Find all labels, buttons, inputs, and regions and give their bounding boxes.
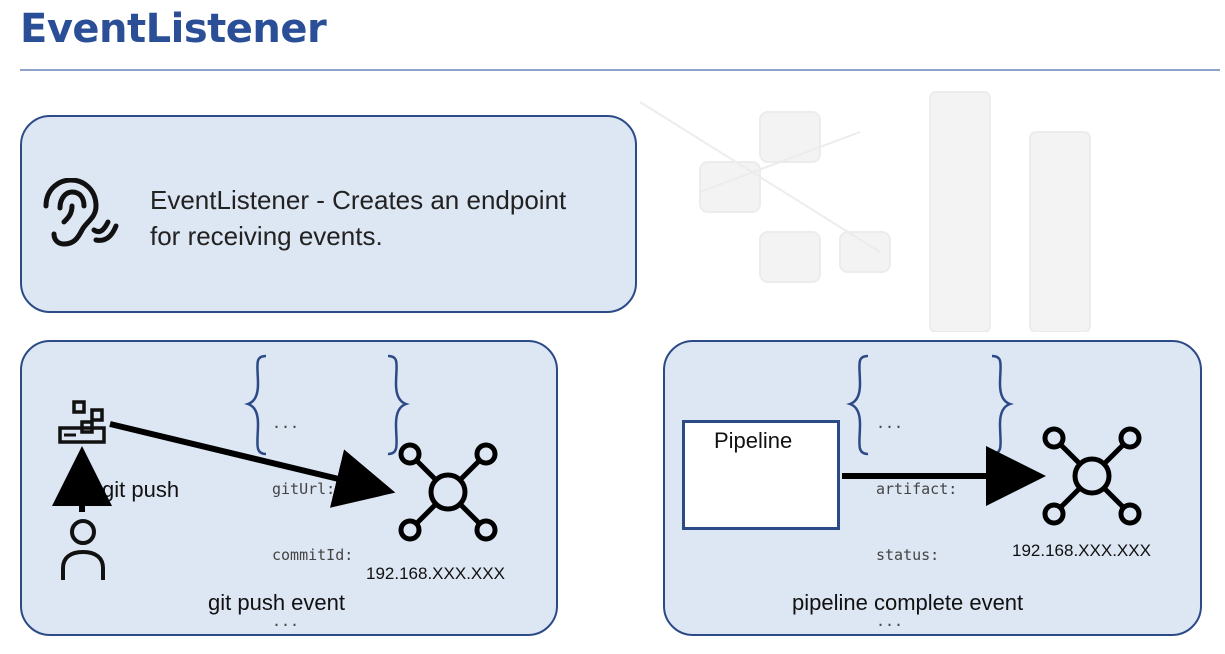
pipeline-box-label: Pipeline <box>714 428 793 453</box>
git-payload-snippet: ... gitUrl: commitId: ... <box>272 368 353 654</box>
user-icon <box>61 519 105 580</box>
pipeline-caption: pipeline complete event <box>792 590 1024 615</box>
hub-endpoint-icon <box>398 442 498 542</box>
right-brace <box>991 354 1014 456</box>
git-push-caption: git push event <box>208 590 345 615</box>
code-blocks-icon <box>58 400 106 444</box>
payload-line: ... <box>272 612 300 630</box>
description-text: EventListener - Creates an endpoint for … <box>150 185 567 251</box>
git-endpoint-ip: 192.168.XXX.XXX <box>366 564 505 583</box>
git-event-arrow <box>109 421 396 508</box>
background-watermark <box>639 91 1091 332</box>
payload-line: commitId: <box>272 546 354 564</box>
payload-line: gitUrl: <box>272 480 336 498</box>
right-brace <box>387 354 410 456</box>
payload-line: ... <box>876 612 904 630</box>
left-brace <box>244 354 267 456</box>
git-push-action-label: git push <box>102 477 180 502</box>
payload-line: ... <box>272 414 300 432</box>
payload-line: status: <box>876 546 940 564</box>
pipeline-endpoint-ip: 192.168.XXX.XXX <box>1012 541 1151 560</box>
left-brace <box>846 354 869 456</box>
payload-line: artifact: <box>876 480 958 498</box>
description-card <box>20 115 637 313</box>
page-title: EventListener <box>20 6 327 52</box>
ear-listening-icon <box>43 178 119 247</box>
pipeline-box <box>682 420 840 530</box>
pipeline-payload-snippet: ... artifact: status: ... <box>876 368 957 654</box>
payload-line: ... <box>876 414 904 432</box>
title-divider <box>20 69 1220 71</box>
hub-endpoint-icon <box>1042 426 1142 526</box>
